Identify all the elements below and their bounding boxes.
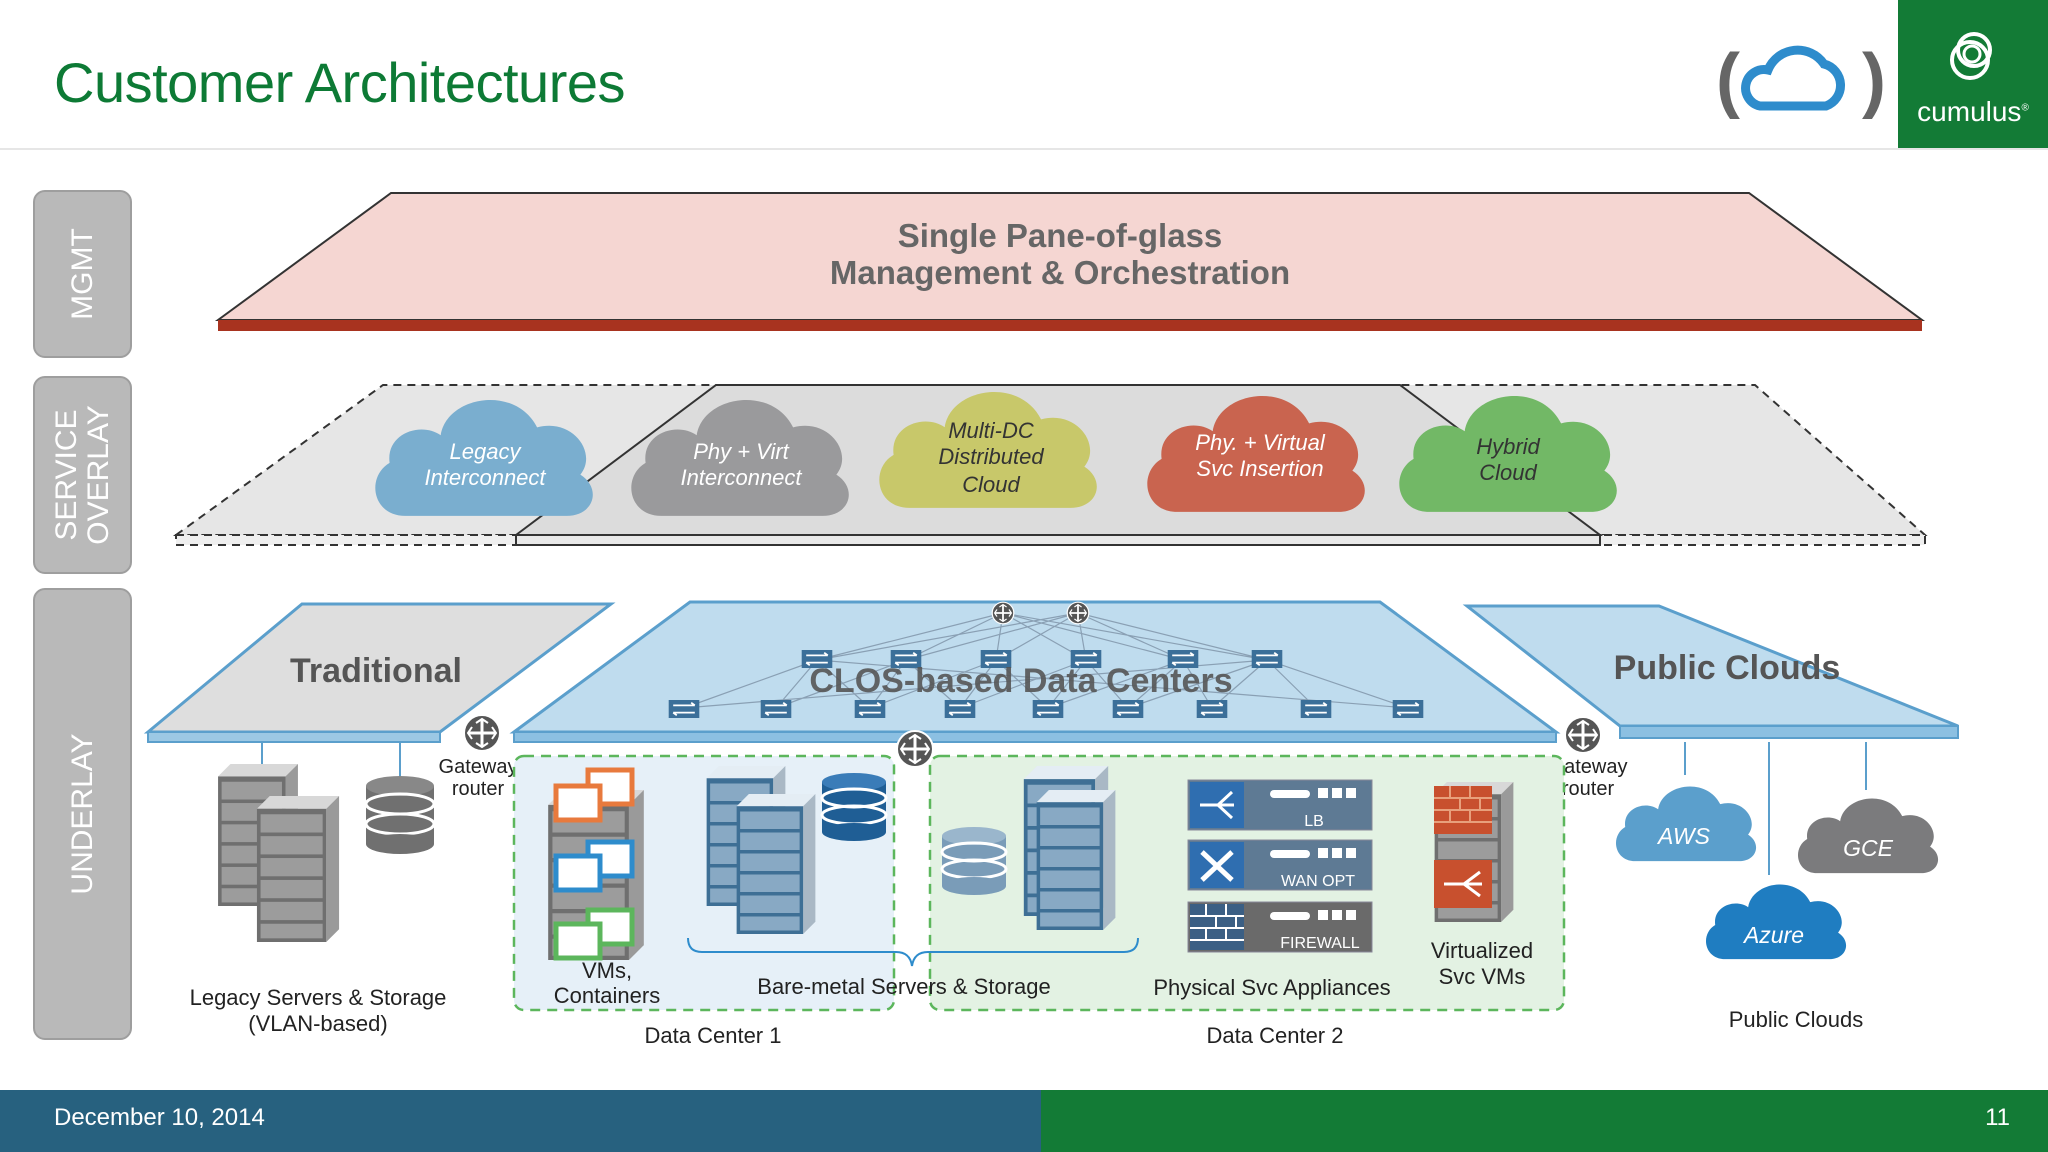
service-cloud-svc-insertion: Phy. + Virtual Svc Insertion [1147, 395, 1365, 512]
virtualized-svc-vms [1434, 782, 1514, 922]
service-cloud-multi-dc-line1: Multi-DC [948, 418, 1034, 443]
bare-metal-brace [687, 937, 1139, 967]
server-rack-icon [256, 796, 340, 942]
switch-icon [668, 700, 700, 718]
switch-icon [854, 700, 886, 718]
public-clouds-plane: Public Clouds [1462, 604, 1959, 739]
legacy-servers [218, 742, 436, 942]
monitor-icon [553, 767, 635, 961]
switch-icon [1251, 650, 1283, 668]
appliance-wan-opt-label: WAN OPT [1281, 873, 1355, 890]
service-cloud-phy-virt: Phy + Virt Interconnect [631, 399, 849, 516]
layer-tab-mgmt: MGMT [33, 190, 132, 358]
footer-date: December 10, 2014 [54, 1104, 265, 1131]
traditional-plane: Traditional [143, 602, 616, 743]
public-cloud-links [1684, 742, 1867, 875]
gce-label: GCE [1843, 835, 1894, 861]
public-clouds-caption: Public Clouds [1729, 1007, 1864, 1032]
service-cloud-multi-dc: Multi-DC Distributed Cloud [879, 391, 1097, 508]
bare-metal-dc2 [940, 766, 1116, 930]
mgmt-plane: Single Pane-of-glass Management & Orches… [214, 192, 1926, 331]
clos-fabric [683, 612, 1409, 709]
physical-svc-label: Physical Svc Appliances [1153, 975, 1390, 1000]
service-cloud-legacy-line2: Interconnect [424, 465, 546, 490]
service-cloud-phy-virt-line1: Phy + Virt [693, 439, 789, 464]
data-center-1-label: Data Center 1 [645, 1023, 782, 1048]
page-number: 11 [1985, 1104, 2010, 1131]
bare-metal-label: Bare-metal Servers & Storage [757, 974, 1050, 999]
aws-cloud-icon: AWS [1615, 786, 1757, 862]
database-icon [940, 827, 1008, 895]
footer-left-bar [0, 1090, 1041, 1152]
switch-icon [944, 700, 976, 718]
core-router-icon [895, 729, 935, 769]
svg-text:): ) [1862, 40, 1886, 120]
brand-mark: ® [2021, 102, 2029, 114]
service-cloud-phy-virt-line2: Interconnect [680, 465, 802, 490]
header-divider [0, 148, 2048, 150]
layer-tab-underlay: UNDERLAY [33, 588, 132, 1040]
gce-cloud-icon: GCE [1797, 798, 1939, 874]
bare-metal-dc1 [706, 766, 888, 934]
service-cloud-svc-insertion-line1: Phy. + Virtual [1195, 430, 1326, 455]
svg-text:(: ( [1716, 40, 1740, 120]
mgmt-plane-line2: Management & Orchestration [830, 254, 1290, 291]
layer-tab-service-overlay: SERVICE OVERLAY [33, 376, 132, 574]
clos-plane [509, 600, 1561, 743]
vms-label-line2: Containers [554, 983, 660, 1008]
azure-label: Azure [1742, 922, 1804, 948]
service-cloud-hybrid-line1: Hybrid [1476, 434, 1540, 459]
spine-router-icon [990, 601, 1016, 625]
traditional-label: Traditional [290, 652, 462, 690]
brand-name: cumulus [1917, 96, 2022, 127]
legacy-label-line2: (VLAN-based) [248, 1011, 387, 1036]
service-cloud-legacy: Legacy Interconnect [375, 399, 593, 516]
server-rack-icon [736, 794, 816, 934]
gateway-router-icon [1563, 715, 1603, 755]
switch-icon [760, 700, 792, 718]
service-cloud-multi-dc-line3: Cloud [962, 472, 1020, 497]
spine-router-icon [1065, 601, 1091, 625]
gateway-router-icon [462, 713, 502, 753]
gateway-left-line1: Gateway [439, 756, 518, 778]
service-cloud-hybrid-line2: Cloud [1479, 460, 1537, 485]
service-cloud-multi-dc-line2: Distributed [938, 444, 1044, 469]
data-center-2-label: Data Center 2 [1207, 1023, 1344, 1048]
gateway-right-line1: Gateway [1549, 756, 1628, 778]
appliance-lb: LB [1187, 779, 1373, 831]
page-title: Customer Architectures [54, 51, 625, 114]
service-cloud-svc-insertion-line2: Svc Insertion [1196, 456, 1323, 481]
aws-label: AWS [1656, 823, 1711, 849]
vm-containers [548, 767, 644, 961]
switch-icon [1392, 700, 1424, 718]
database-icon [364, 776, 436, 854]
virtualized-svc-line2: Svc VMs [1439, 964, 1526, 989]
gateway-right-line2: router [1562, 778, 1615, 800]
azure-cloud-icon: Azure [1705, 884, 1847, 960]
mgmt-plane-line1: Single Pane-of-glass [898, 217, 1223, 254]
switch-icon [1112, 700, 1144, 718]
virtualized-svc-line1: Virtualized [1431, 938, 1533, 963]
appliance-firewall-label: FIREWALL [1280, 935, 1360, 952]
footer-right-bar [1041, 1090, 2048, 1152]
service-cloud-hybrid: Hybrid Cloud [1399, 395, 1617, 512]
gateway-left-line2: router [452, 778, 505, 800]
appliance-lb-label: LB [1304, 813, 1324, 830]
brand-block: cumulus® [1898, 0, 2048, 148]
appliance-firewall: FIREWALL [1187, 901, 1373, 953]
switch-icon [1300, 700, 1332, 718]
database-icon [820, 773, 888, 841]
server-rack-icon [1036, 790, 1116, 930]
cloud-logo-icon: ( ) [1716, 40, 1886, 120]
legacy-label-line1: Legacy Servers & Storage [190, 985, 447, 1010]
service-cloud-legacy-line1: Legacy [450, 439, 523, 464]
public-clouds-plane-label: Public Clouds [1614, 649, 1841, 687]
appliance-wan-opt: WAN OPT [1187, 839, 1373, 891]
cumulus-logo-icon [1950, 32, 1992, 80]
switch-icon [1032, 700, 1064, 718]
vms-label-line1: VMs, [582, 958, 632, 983]
switch-icon [1196, 700, 1228, 718]
clos-label: CLOS-based Data Centers [809, 662, 1232, 700]
